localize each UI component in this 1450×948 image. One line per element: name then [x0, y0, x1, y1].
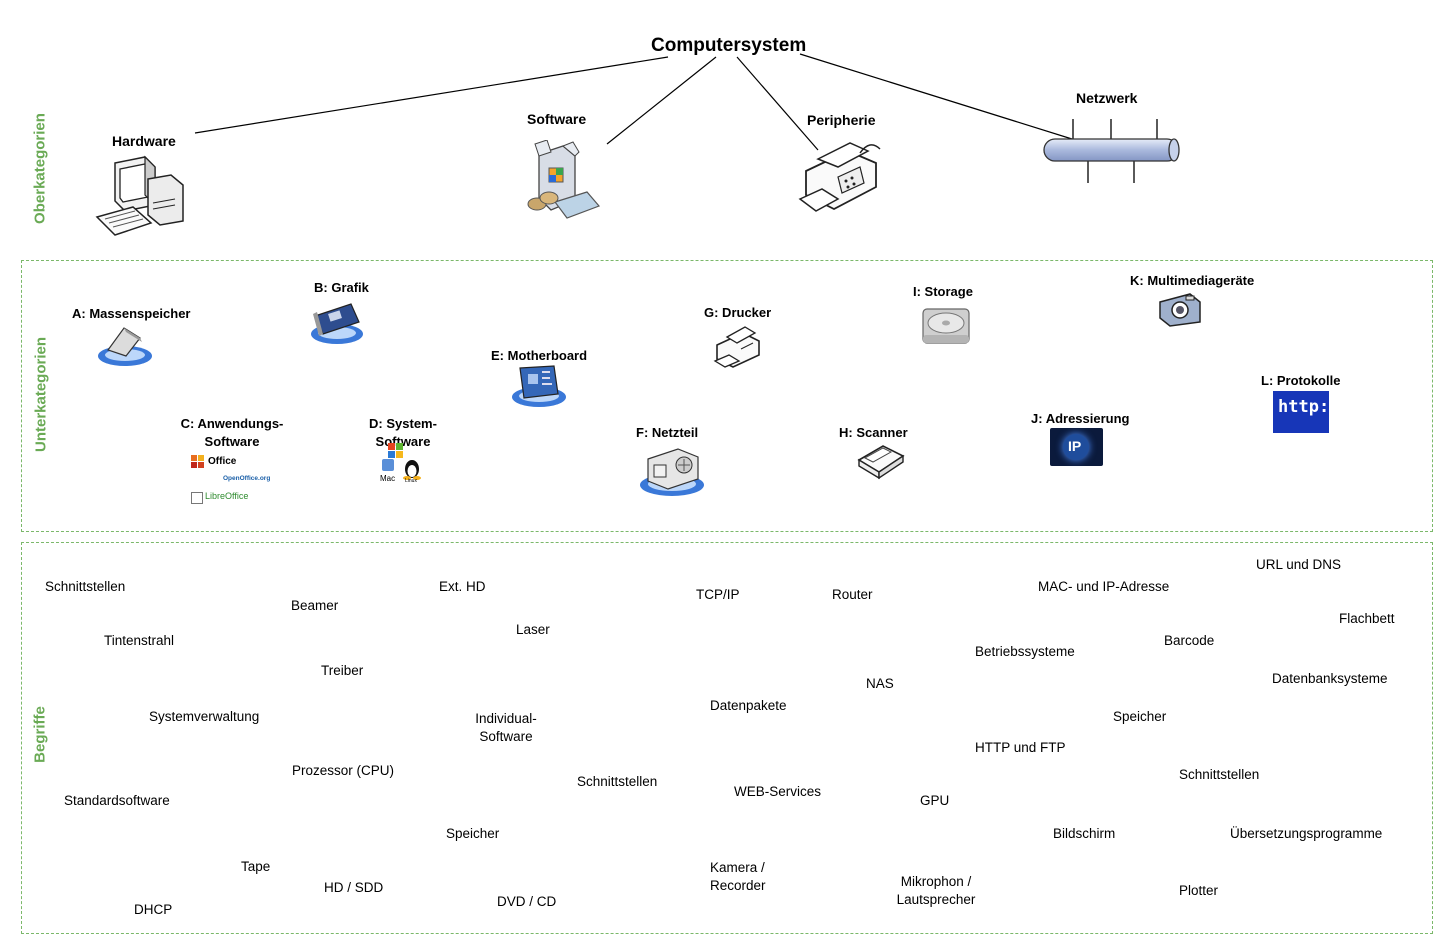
term-standardsoftware: Standardsoftware: [64, 793, 170, 808]
term-schnittstellen-2: Schnittstellen: [577, 774, 658, 789]
term-dvd-cd: DVD / CD: [497, 894, 557, 909]
subcat-i-storage: I: Storage: [913, 284, 973, 299]
subcat-k-multimediageraete: K: Multimediageräte: [1130, 273, 1255, 288]
office-logos: Office OpenOffice.org LibreOffice: [191, 455, 281, 507]
fax-machine-icon: [798, 142, 881, 212]
term-individual-software: Individual- Software: [475, 711, 537, 744]
term-schnittstellen-3: Schnittstellen: [1179, 767, 1260, 782]
ms-office-label: Office: [208, 456, 237, 467]
root-title: Computersystem: [651, 35, 807, 56]
category-peripherie: Peripherie: [807, 112, 876, 128]
power-supply-icon: [640, 448, 704, 496]
mac-label: Mac: [380, 474, 396, 483]
windows-logo-icon: [388, 443, 403, 458]
term-prozessor: Prozessor (CPU): [292, 763, 395, 778]
category-software: Software: [527, 111, 587, 127]
term-systemverwaltung: Systemverwaltung: [149, 709, 260, 724]
libreoffice-label: LibreOffice: [205, 491, 249, 501]
term-speicher-2: Speicher: [446, 826, 500, 841]
term-url-dns: URL und DNS: [1256, 557, 1342, 572]
term-hd-sdd: HD / SDD: [324, 880, 384, 895]
subcat-a-massenspeicher: A: Massenspeicher: [72, 306, 191, 321]
ms-office-icon: [191, 455, 204, 468]
begriffe-box: [21, 542, 1433, 934]
software-box-icon: [527, 140, 601, 219]
term-laser: Laser: [516, 622, 550, 637]
http-protocol-icon: http://: [1273, 391, 1350, 433]
term-dhcp: DHCP: [134, 902, 173, 917]
subcat-e-motherboard: E: Motherboard: [491, 348, 588, 363]
term-tcp-ip: TCP/IP: [696, 587, 740, 602]
subcat-c-anwendungs-software: C: Anwendungs- Software: [180, 416, 284, 449]
ip-address-icon: IP: [1050, 428, 1103, 466]
term-web-services: WEB-Services: [734, 784, 822, 799]
mass-storage-icon: [98, 327, 152, 366]
scanner-icon: [857, 445, 905, 480]
subcat-g-drucker: G: Drucker: [704, 305, 772, 320]
term-bildschirm: Bildschirm: [1053, 826, 1116, 841]
camera-icon: [1159, 293, 1201, 327]
term-treiber: Treiber: [321, 663, 364, 678]
computer-icon: [95, 155, 184, 236]
http-label: http://: [1278, 397, 1350, 417]
term-mikrophon-lautsprecher: Mikrophon / Lautsprecher: [896, 874, 976, 907]
tux-logo-icon: [403, 460, 421, 480]
term-gpu: GPU: [920, 793, 950, 808]
term-datenpakete: Datenpakete: [710, 698, 787, 713]
linux-label: Linux: [405, 478, 417, 484]
term-barcode: Barcode: [1164, 633, 1215, 648]
term-kamera-recorder: Kamera / Recorder: [710, 860, 766, 893]
term-nas: NAS: [866, 676, 894, 691]
unterkategorien-box: [21, 260, 1433, 532]
term-ext-hd: Ext. HD: [439, 579, 486, 594]
subcat-j-adressierung: J: Adressierung: [1031, 411, 1130, 426]
mac-logo-icon: [382, 459, 394, 471]
subcat-f-netzteil: F: Netzteil: [636, 425, 699, 440]
network-bus-icon: [1043, 119, 1180, 183]
term-datenbanksysteme: Datenbanksysteme: [1272, 671, 1388, 686]
term-mac-ip-adresse: MAC- und IP-Adresse: [1038, 579, 1170, 594]
ip-label: IP: [1068, 438, 1082, 454]
category-netzwerk: Netzwerk: [1076, 90, 1138, 106]
category-hardware: Hardware: [112, 133, 176, 149]
term-speicher-1: Speicher: [1113, 709, 1167, 724]
hard-drive-icon: [922, 308, 970, 344]
graphics-card-icon: [311, 303, 363, 344]
subcat-h-scanner: H: Scanner: [839, 425, 908, 440]
subcat-l-protokolle: L: Protokolle: [1261, 373, 1341, 388]
term-http-ftp: HTTP und FTP: [975, 740, 1066, 755]
label-oberkategorien: Oberkategorien: [31, 113, 49, 224]
term-plotter: Plotter: [1179, 883, 1219, 898]
term-beamer: Beamer: [291, 598, 339, 613]
term-betriebssysteme: Betriebssysteme: [975, 644, 1075, 659]
term-router: Router: [832, 587, 873, 602]
motherboard-icon: [512, 365, 566, 407]
term-uebersetzungsprogramme: Übersetzungsprogramme: [1230, 826, 1383, 841]
libreoffice-doc-icon: [191, 492, 203, 504]
subcat-b-grafik: B: Grafik: [314, 280, 369, 295]
os-logos: Mac Linux: [378, 442, 428, 488]
term-schnittstellen-1: Schnittstellen: [45, 579, 126, 594]
term-flachbett: Flachbett: [1339, 611, 1395, 626]
term-tape: Tape: [241, 859, 271, 874]
printer-icon: [713, 326, 760, 368]
term-tintenstrahl: Tintenstrahl: [104, 633, 175, 648]
openoffice-label: OpenOffice.org: [223, 475, 271, 482]
